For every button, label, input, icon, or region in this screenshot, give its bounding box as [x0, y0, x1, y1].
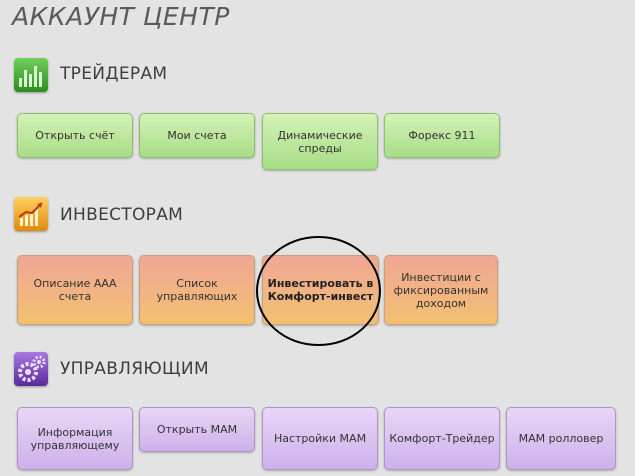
comfort-trader-button[interactable]: Комфорт-Трейдер — [384, 407, 500, 470]
open-account-button[interactable]: Открыть счёт — [17, 113, 133, 158]
dynamic-spreads-button[interactable]: Динамические спреды — [262, 113, 378, 170]
forex-911-button[interactable]: Форекс 911 — [384, 113, 500, 158]
open-mam-button[interactable]: Открыть МАМ — [139, 407, 255, 452]
section-title-managers: УПРАВЛЯЮЩИМ — [60, 359, 209, 379]
section-title-traders: ТРЕЙДЕРАМ — [60, 64, 168, 84]
managers-list-button[interactable]: Список управляющих — [139, 255, 255, 325]
growth-chart-icon — [14, 197, 48, 231]
mam-rollover-button[interactable]: МАМ ролловер — [506, 407, 616, 470]
aaa-account-description-button[interactable]: Описание ААА счета — [17, 255, 133, 325]
manager-info-button[interactable]: Информация управляющему — [17, 407, 133, 470]
my-accounts-button[interactable]: Мои счета — [139, 113, 255, 158]
section-title-investors: ИНВЕСТОРАМ — [60, 205, 184, 225]
gears-icon — [14, 352, 48, 386]
fixed-income-investments-button[interactable]: Инвестиции с фиксированным доходом — [384, 255, 498, 325]
invest-comfort-invest-button[interactable]: Инвестировать в Комфорт-инвест — [262, 255, 379, 325]
page-title: АККАУНТ ЦЕНТР — [12, 2, 230, 31]
bar-chart-icon — [14, 58, 48, 92]
mam-settings-button[interactable]: Настройки МАМ — [262, 407, 378, 470]
